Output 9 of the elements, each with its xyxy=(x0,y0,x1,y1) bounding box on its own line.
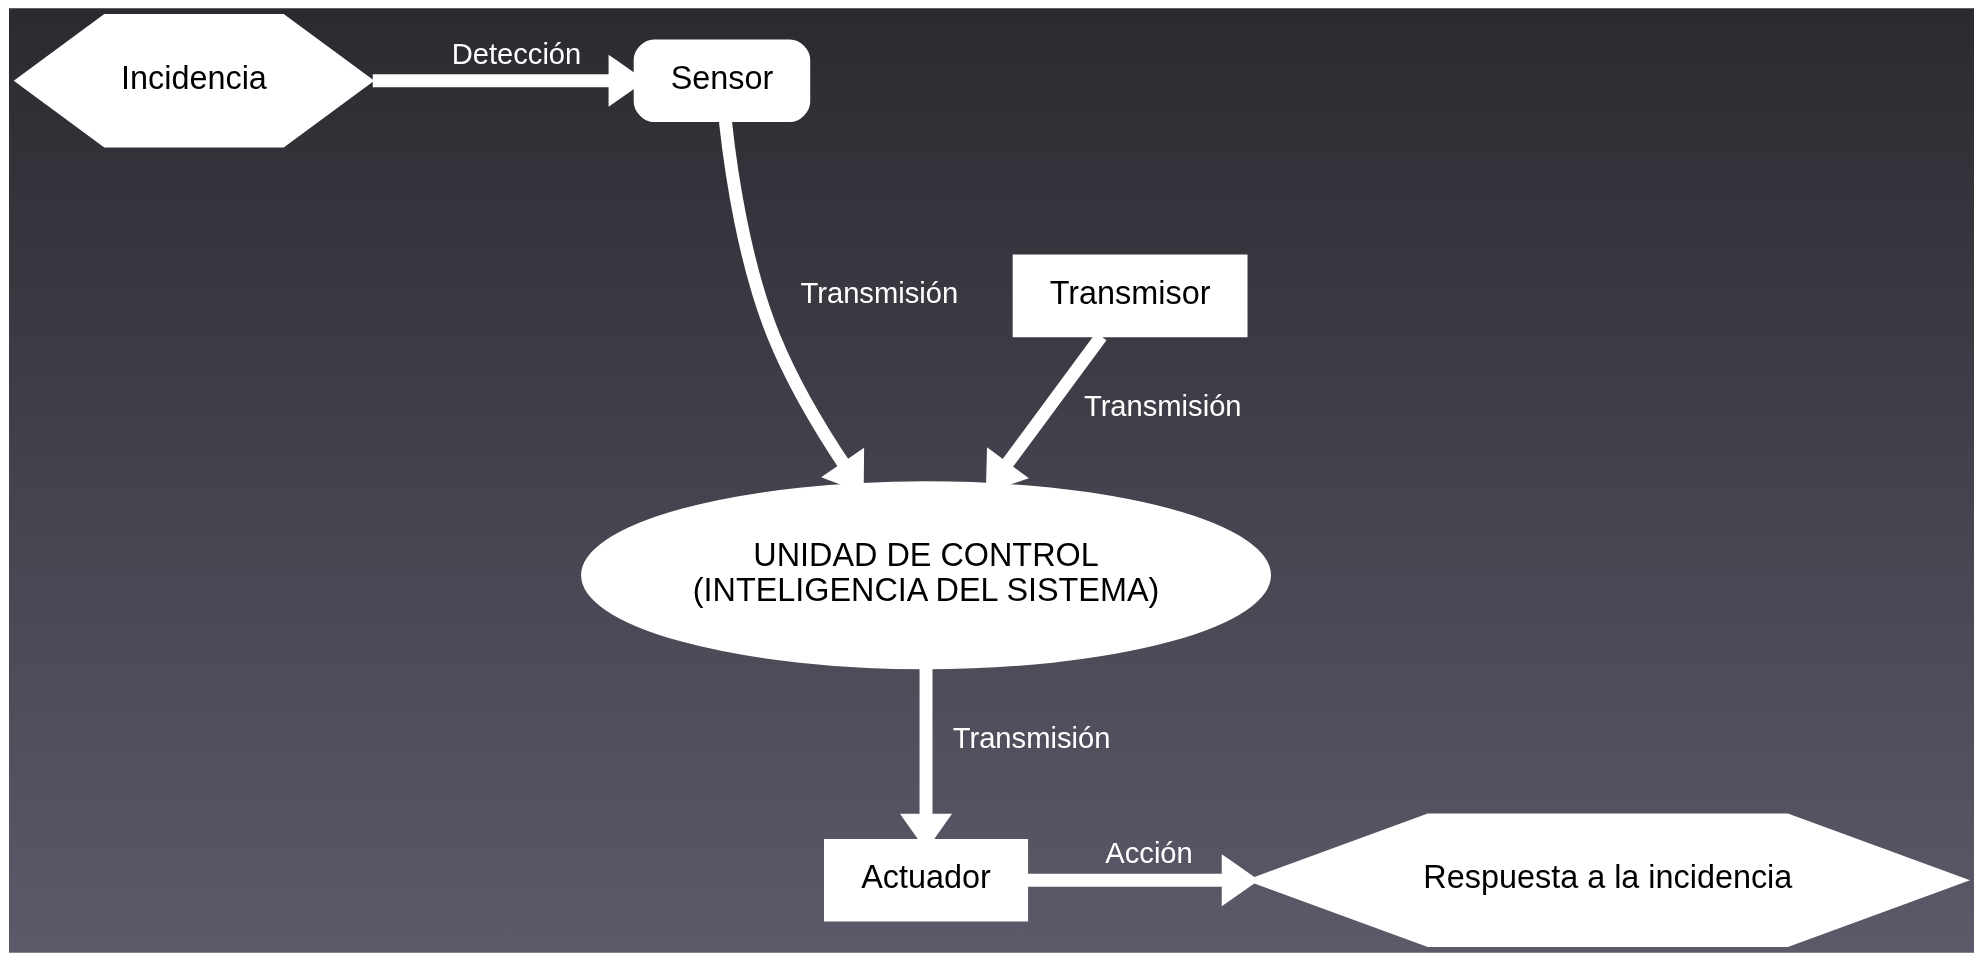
node-box: Transmisor xyxy=(1012,254,1247,338)
edge-label: Acción xyxy=(1104,837,1193,870)
edge-label: Transmisión xyxy=(800,277,958,309)
node-box: Actuador xyxy=(823,838,1028,922)
node-box: Sensor xyxy=(633,39,810,123)
edge-label: Transmisión xyxy=(1083,390,1242,423)
node-ellipse: UNIDAD DE CONTROL (INTELIGENCIA DEL SISTEMA) xyxy=(580,481,1271,670)
edge-label: Detección xyxy=(451,37,581,70)
edge-label: Transmisión xyxy=(952,722,1110,755)
